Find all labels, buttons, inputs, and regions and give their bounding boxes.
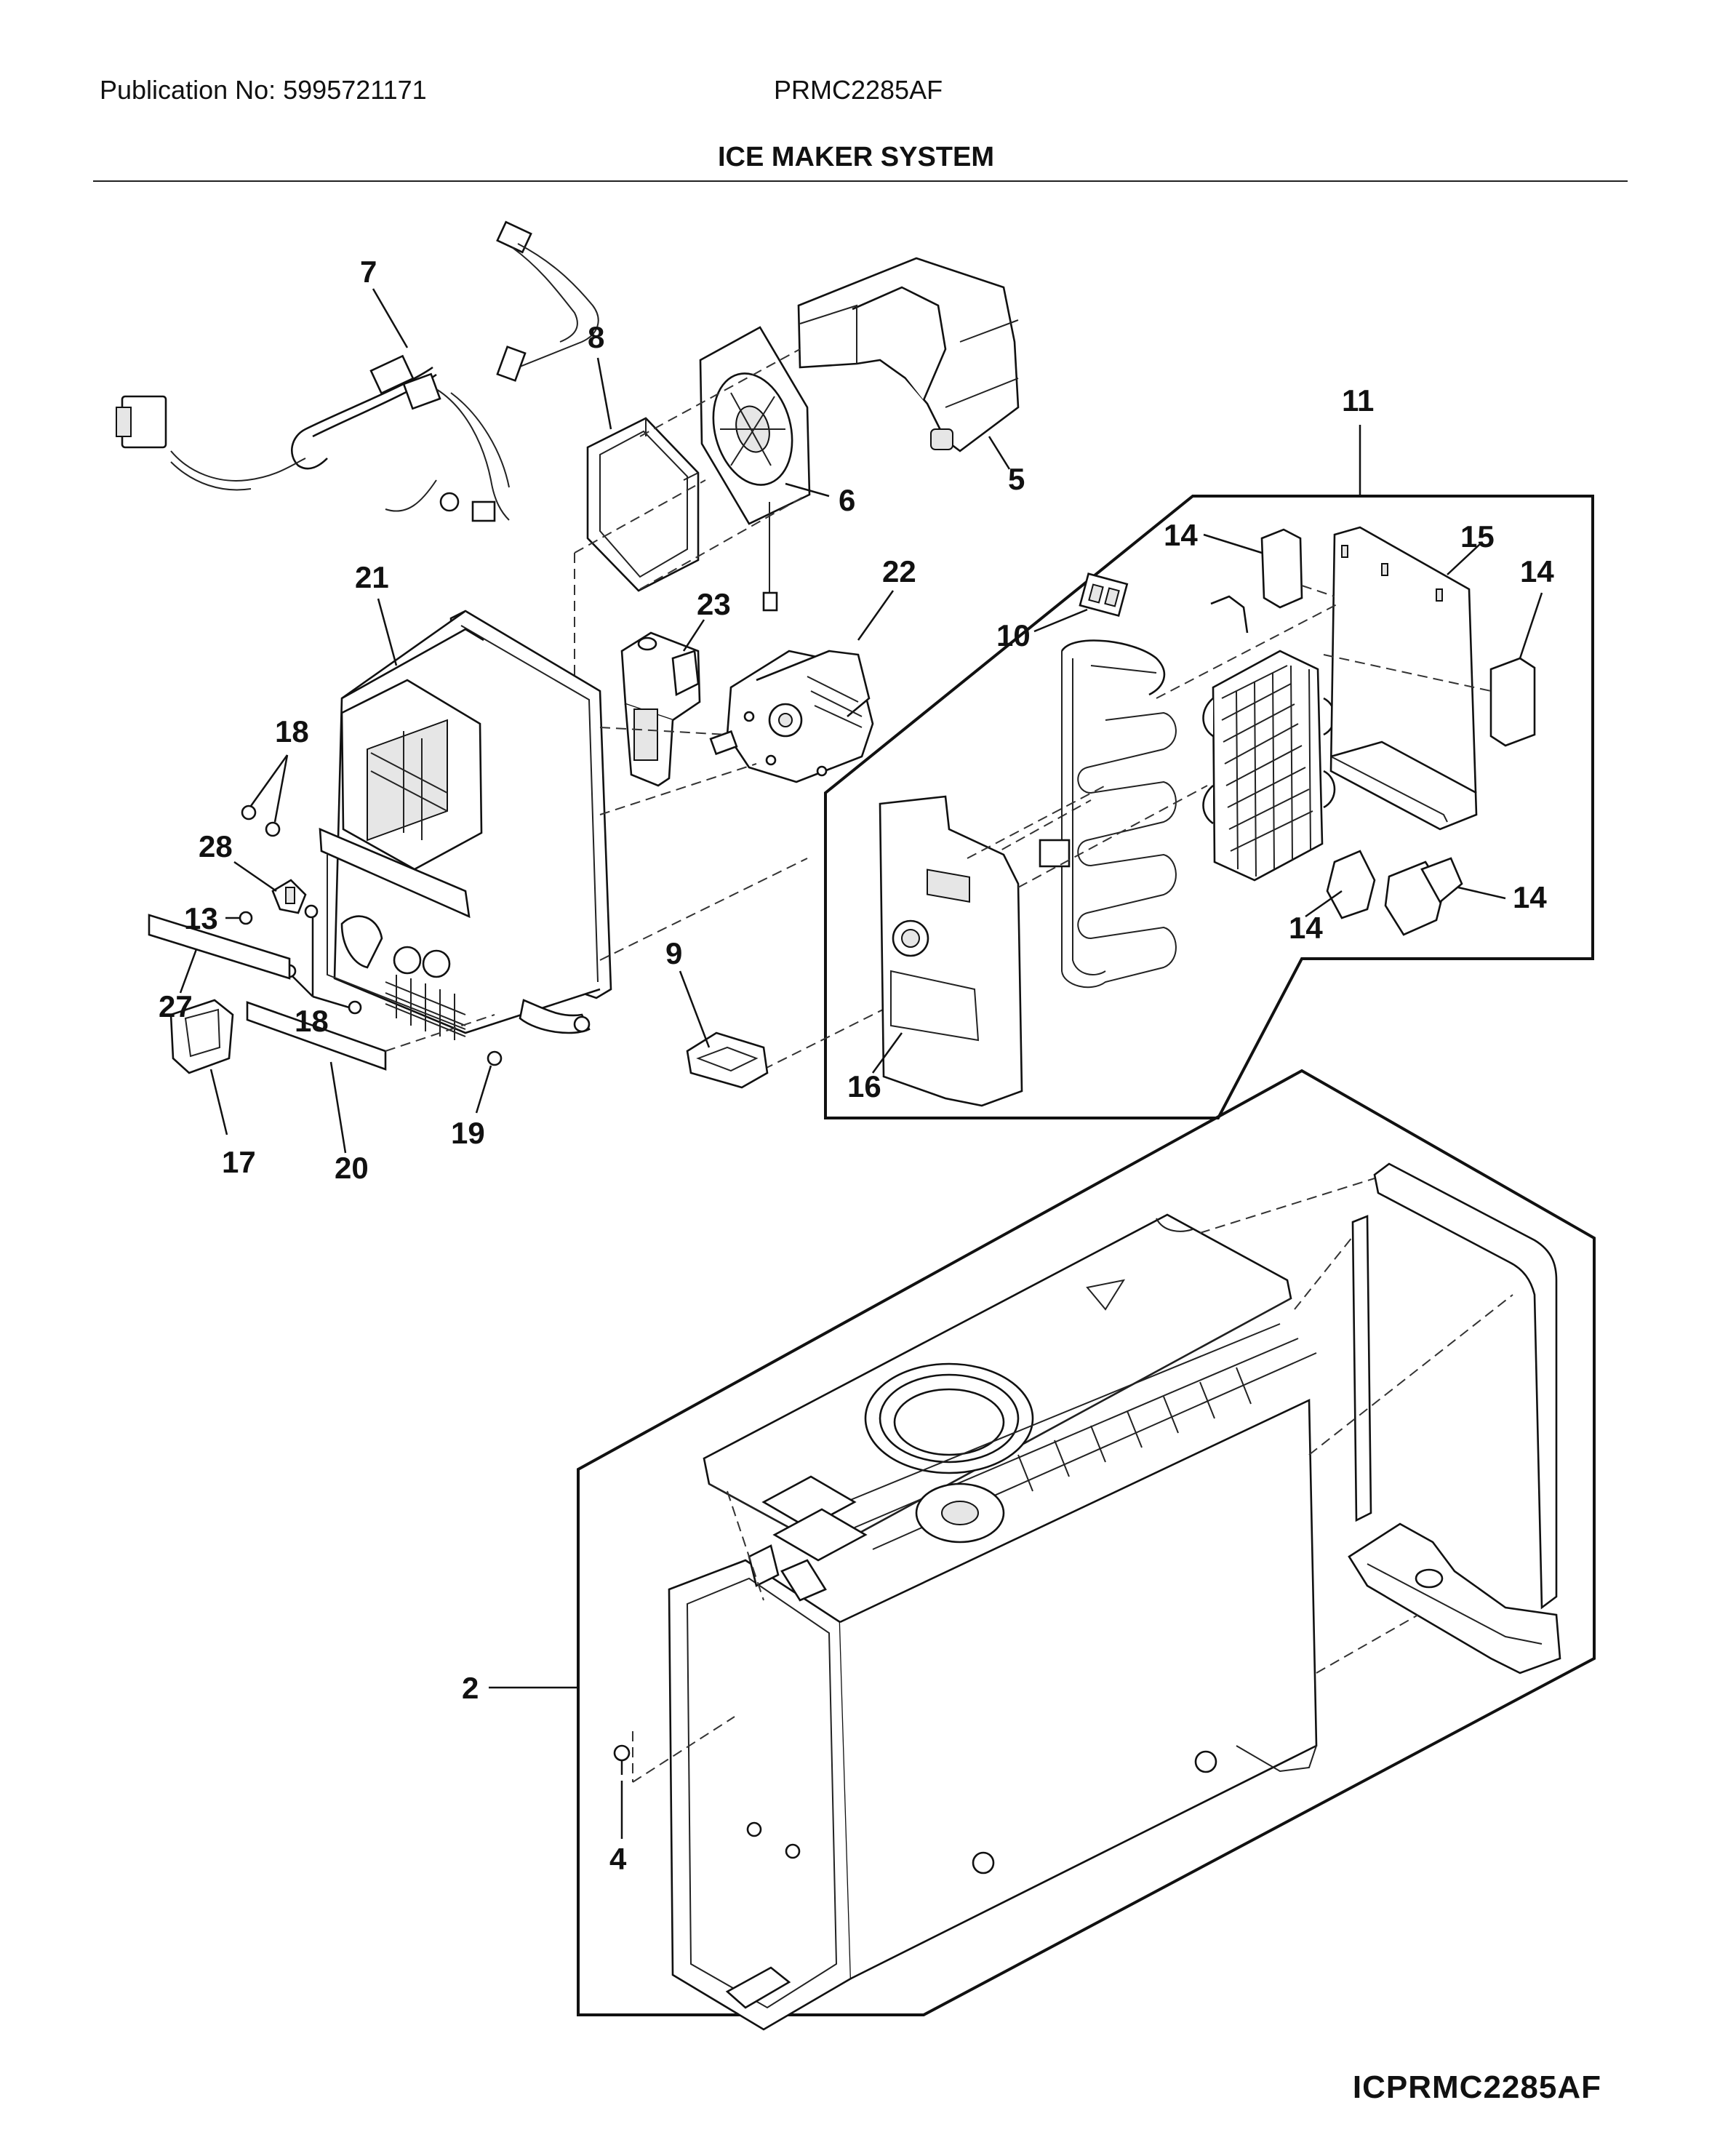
duct-cover-15-part	[1329, 526, 1478, 831]
leader-16	[871, 1032, 903, 1074]
leader-9	[679, 970, 711, 1048]
bracket-9-part	[686, 1031, 769, 1089]
callout-17: 17	[222, 1145, 256, 1179]
fan-shroud-part	[586, 417, 700, 592]
callout-8: 8	[588, 320, 604, 354]
leader-27	[179, 949, 198, 994]
connector-10-part	[1079, 572, 1129, 618]
wire-harness-part	[116, 220, 599, 522]
screw-4-part	[613, 1744, 631, 1775]
leader-22	[857, 590, 895, 641]
ice-bucket-assembly-part	[668, 1213, 1318, 2031]
motor-part	[709, 650, 874, 783]
diagram-code: ICPRMC2285AF	[1352, 2069, 1601, 2105]
insulation-14-right	[1489, 657, 1536, 747]
leader-14-a	[1203, 533, 1263, 554]
screw-19-part	[487, 1050, 503, 1066]
callout-15: 15	[1460, 519, 1495, 554]
callout-27: 27	[159, 989, 193, 1023]
callout-4: 4	[609, 1842, 627, 1876]
panel-16-part	[879, 795, 1023, 1107]
callout-20: 20	[335, 1151, 369, 1185]
leader-8	[596, 357, 612, 430]
callout-28: 28	[199, 829, 233, 863]
leader-5	[988, 436, 1011, 470]
callout-18-upper: 18	[275, 714, 309, 748]
fan-part	[699, 326, 811, 612]
evaporator-coil-part	[1039, 639, 1177, 989]
fan-housing-part	[797, 257, 1020, 452]
leader-23	[682, 619, 705, 652]
callout-7: 7	[360, 255, 377, 289]
leader-7	[372, 288, 409, 348]
callout-14-b: 14	[1520, 554, 1554, 588]
model-number: PRMC2285AF	[774, 75, 943, 105]
strip-20-part	[246, 1001, 495, 1071]
leader-17	[209, 1069, 228, 1135]
heat-exchanger-part	[1202, 595, 1336, 882]
callout-23: 23	[697, 587, 731, 621]
leader-14-d	[1457, 886, 1506, 900]
door-frame-part	[1351, 1162, 1558, 1610]
callout-14-c: 14	[1289, 911, 1323, 945]
leader-6	[785, 482, 830, 498]
page-title: ICE MAKER SYSTEM	[717, 142, 995, 172]
callout-14-d: 14	[1513, 880, 1547, 914]
leader-18-upper-b	[273, 754, 289, 823]
callout-5: 5	[1008, 462, 1025, 496]
leader-14-b	[1519, 592, 1543, 659]
strip-27-part	[148, 914, 291, 980]
callout-9: 9	[665, 936, 682, 970]
leader-18-upper-a	[249, 754, 289, 807]
callout-13: 13	[184, 901, 218, 935]
solenoid-part	[620, 631, 701, 787]
leader-20	[329, 1061, 347, 1154]
subassembly-11-outline	[824, 495, 1594, 1119]
leader-28	[233, 861, 277, 893]
subassembly-2-outline	[577, 1069, 1596, 2016]
callout-19: 19	[451, 1116, 485, 1150]
leader-21	[377, 598, 398, 666]
clip-17-part	[169, 999, 234, 1074]
callout-21: 21	[355, 560, 389, 594]
leader-14-c	[1305, 890, 1343, 918]
ice-maker-housing-part	[319, 610, 612, 1040]
callout-6: 6	[839, 483, 855, 517]
screw-18-group-upper	[241, 804, 281, 837]
callout-18-lower: 18	[295, 1004, 329, 1038]
insulation-14-upper-left	[1260, 528, 1303, 609]
leader-10	[1033, 608, 1088, 633]
callout-10: 10	[996, 618, 1031, 652]
insulation-14-lower	[1326, 850, 1463, 936]
leader-19	[475, 1065, 492, 1114]
callout-16: 16	[847, 1069, 881, 1103]
callout-14-a: 14	[1164, 518, 1198, 552]
callout-22: 22	[882, 554, 916, 588]
screw-13-part	[239, 911, 253, 925]
bracket-28-part	[271, 879, 307, 914]
leader-18-lower-c	[312, 995, 350, 1009]
chute-bracket-part	[1348, 1522, 1561, 1674]
leader-15	[1447, 543, 1481, 575]
callout-2: 2	[462, 1671, 479, 1705]
publication-number: Publication No: 5995721171	[100, 75, 427, 105]
leader-18-lower-b	[292, 975, 313, 997]
header-rule	[93, 180, 1628, 182]
callout-11: 11	[1342, 383, 1374, 418]
